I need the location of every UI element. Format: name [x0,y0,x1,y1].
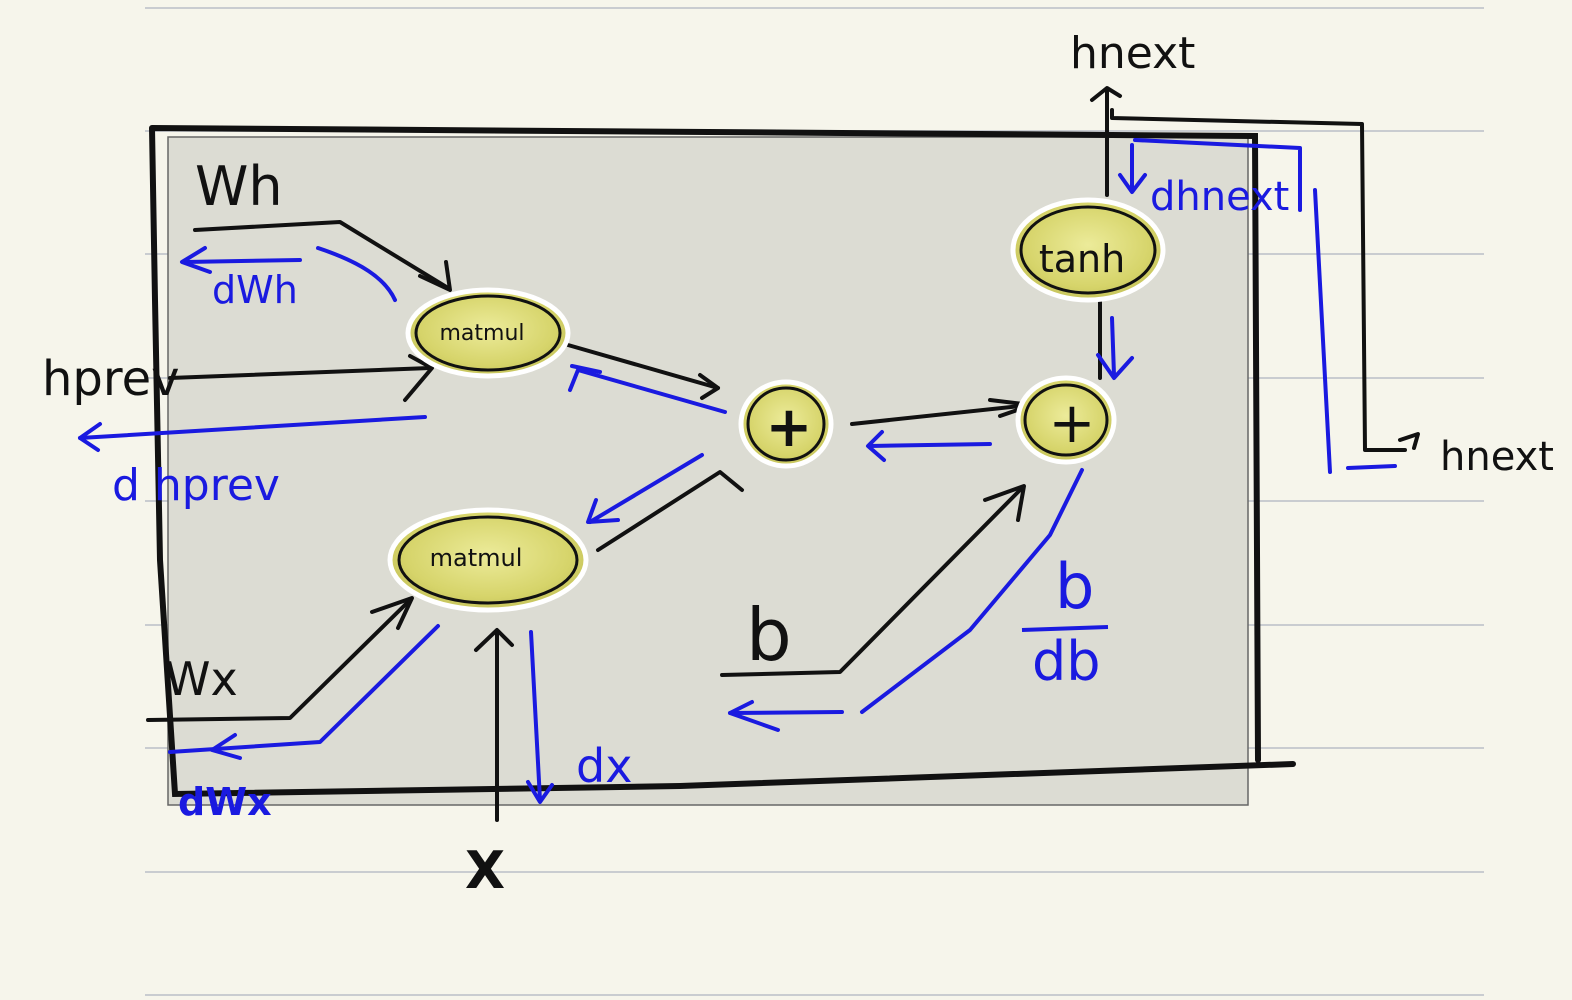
node-add-1-label: + [766,395,813,460]
hprev-line [168,366,432,380]
add2-to-add1-back-line [868,442,992,448]
node-add-2: + [1015,375,1117,465]
node-matmul-h: matmul [405,287,571,379]
add-to-matmul-x-back-line [588,453,704,524]
label-hnext-right: hnext [1440,434,1554,480]
node-tanh-label: tanh [1039,237,1125,281]
dhnext-loop-line [1313,188,1397,474]
db-back-arrowhead [728,700,780,732]
add2-to-add1-back-arrowhead [866,430,886,462]
backward-labels: dWh d hprev dWx dx b db dhnext [112,174,1289,824]
add-to-matmul-h-back-arrowhead [570,364,602,374]
add-to-matmul-x-back-arrowhead [586,498,620,524]
b-arrowhead [983,484,1026,522]
node-matmul-x: matmul [387,507,589,613]
add1-to-add2-line [850,403,1032,426]
add-to-matmul-h-back-line [568,368,727,414]
wh-arrowhead [418,260,452,292]
dwx-line [168,624,440,754]
node-matmul-h-label: matmul [439,321,524,346]
rnn-cell-outline [149,125,1296,798]
tanh-to-hnext-arrowhead [1090,86,1122,102]
b-line [720,486,1024,677]
label-hprev: hprev [42,351,180,407]
label-hnext-top: hnext [1070,28,1195,79]
label-dwh: dWh [212,268,298,312]
node-add-1: + [738,379,834,469]
hprev-arrowhead [403,354,434,402]
node-matmul-x-label: matmul [430,544,523,572]
label-dhnext: dhnext [1150,174,1289,220]
dhprev-arrowhead [78,422,102,452]
label-b: b [746,593,792,677]
node-tanh: tanh [1010,197,1166,303]
label-db-b: b [1055,550,1094,623]
matmul-h-to-add-arrowhead [698,373,720,400]
dhnext-in-line [1133,138,1302,212]
hnext-loop-line [1110,108,1407,452]
hnext-loop-arrowhead [1398,432,1420,450]
dx-arrowhead [526,780,554,804]
wx-arrowhead [370,596,414,630]
matmul-x-to-add-line [596,470,744,552]
wh-line [193,220,450,290]
dx-line [529,630,542,802]
db-line [860,468,1084,714]
backward-arrows [78,138,1397,804]
forward-arrows [146,86,1420,822]
label-dwx: dWx [178,780,272,824]
dhnext-down-arrowhead [1118,173,1147,194]
db-back-line [728,710,844,715]
label-wx: Wx [165,652,238,706]
x-arrowhead [474,628,514,652]
dhprev-line [78,415,427,440]
node-add-2-label: + [1049,391,1096,456]
label-dhprev: d hprev [112,460,280,511]
label-db: db [1032,630,1101,693]
wx-line [146,598,412,722]
dwh-arrowhead [180,246,212,274]
forward-labels: Wh hprev Wx X b hnext hnext [42,28,1554,901]
label-db-fraction-bar [1021,625,1109,632]
tanh-to-add2-back-line [1110,316,1116,377]
dwh-line [183,246,397,302]
tanh-to-add2-back-arrowhead [1096,353,1134,380]
label-dx: dx [576,739,632,793]
label-wh: Wh [195,155,283,218]
matmul-h-to-add-line [566,343,720,390]
label-x: X [465,841,505,901]
dwx-arrowhead [210,733,242,760]
